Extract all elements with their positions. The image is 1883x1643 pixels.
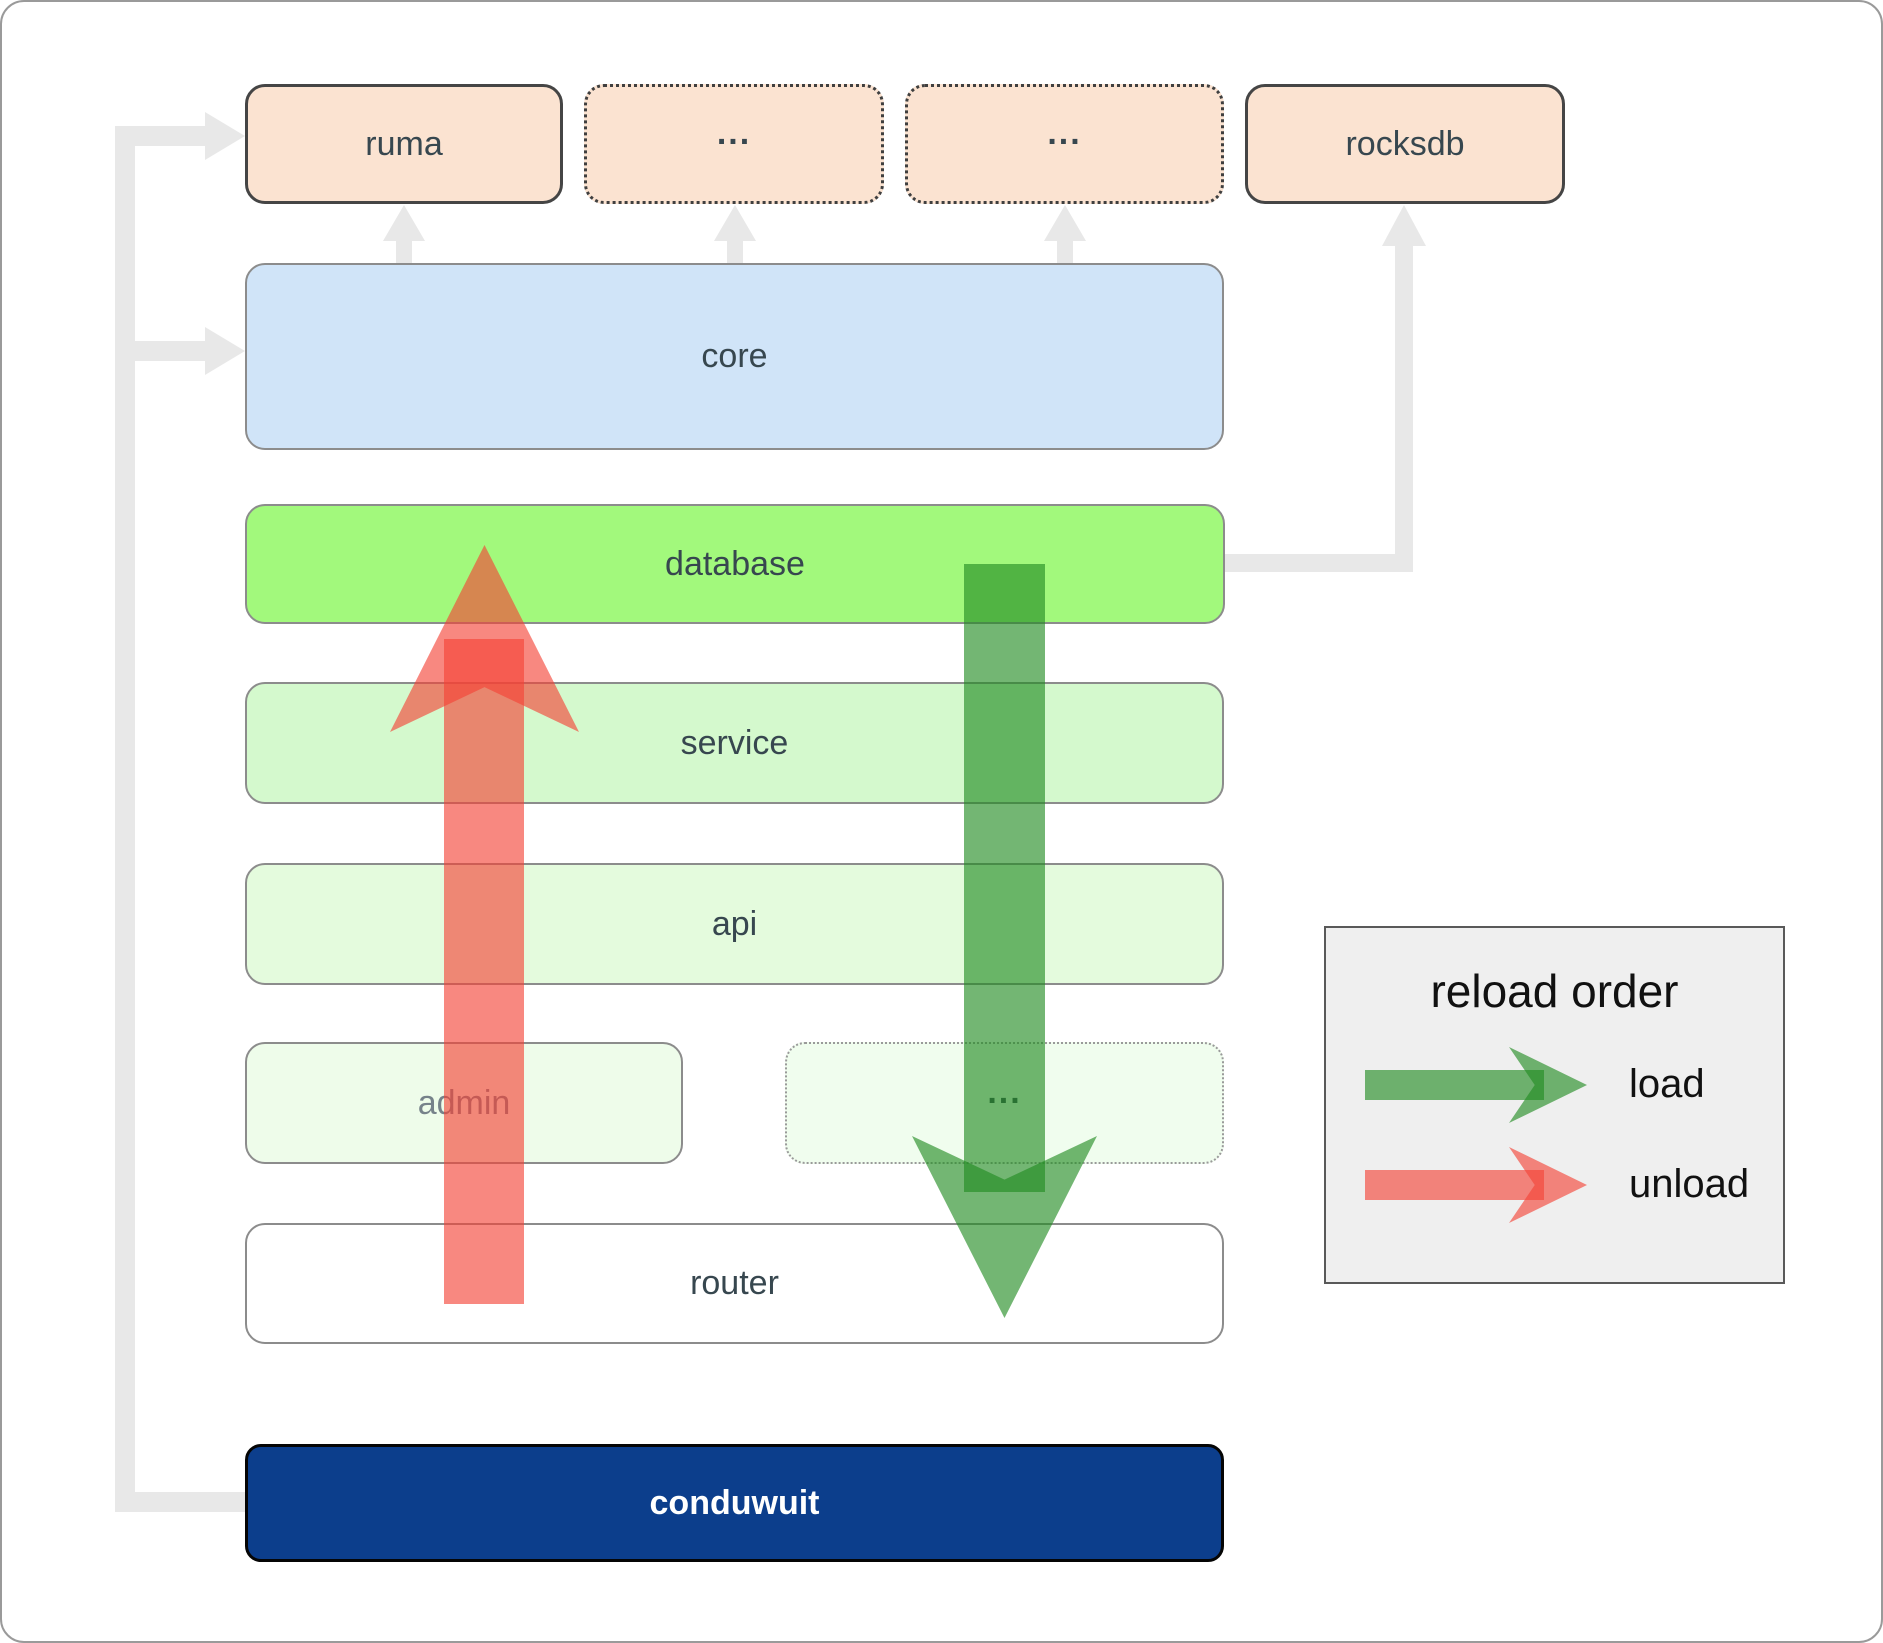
connector-core-to-ellipsis2-line — [1057, 239, 1073, 265]
arrowhead-up-icon — [714, 205, 756, 241]
legend-panel: reload order — [1324, 926, 1785, 1284]
box-ellipsis-top-2-label: ... — [1047, 113, 1082, 152]
legend-load-label: load — [1629, 1062, 1705, 1106]
legend-title: reload order — [1430, 965, 1679, 1017]
box-ruma-label: ruma — [365, 124, 443, 163]
box-rocksdb: rocksdb — [1245, 84, 1565, 204]
connector-from-conduwuit-line — [115, 1492, 246, 1512]
legend-load-arrow-shaft — [1365, 1070, 1544, 1100]
box-ellipsis-top-1-label: ... — [716, 113, 752, 152]
unload-arrow-shaft — [444, 639, 524, 1304]
box-ellipsis-top-2: ... — [905, 84, 1224, 204]
box-database: database — [245, 504, 1225, 624]
box-rocksdb-label: rocksdb — [1345, 124, 1465, 163]
box-conduwuit-label: conduwuit — [649, 1483, 820, 1522]
arrowhead-up-icon — [383, 205, 425, 241]
arrowhead-up-icon — [1382, 205, 1426, 246]
box-service: service — [245, 682, 1224, 804]
box-ellipsis-top-1: ... — [584, 84, 884, 204]
box-router-label: router — [690, 1264, 779, 1302]
box-core-label: core — [701, 337, 768, 375]
box-service-label: service — [680, 723, 789, 762]
box-database-label: database — [665, 544, 805, 583]
legend-unload-arrow-shaft — [1365, 1170, 1544, 1200]
box-api: api — [245, 863, 1224, 985]
load-arrow-shaft — [964, 564, 1045, 1192]
box-ruma: ruma — [245, 84, 563, 204]
box-router: router — [245, 1223, 1224, 1344]
connector-left-vertical-line — [115, 126, 135, 1512]
legend-unload-label: unload — [1629, 1162, 1750, 1206]
connector-core-to-ruma-line — [396, 239, 412, 265]
connector-to-core-line — [115, 341, 207, 361]
connector-core-to-ellipsis1-line — [727, 239, 743, 265]
arrowhead-right-icon — [205, 112, 245, 160]
arrowhead-right-icon — [205, 327, 245, 375]
connector-database-to-rocksdb-line — [1395, 244, 1413, 572]
box-conduwuit: conduwuit — [245, 1444, 1224, 1562]
connector-to-ruma-line — [115, 126, 207, 146]
box-api-label: api — [711, 904, 758, 943]
box-core: core — [245, 263, 1224, 450]
arrowhead-up-icon — [1044, 205, 1086, 241]
connector-database-to-rocksdb-line — [1225, 554, 1413, 572]
